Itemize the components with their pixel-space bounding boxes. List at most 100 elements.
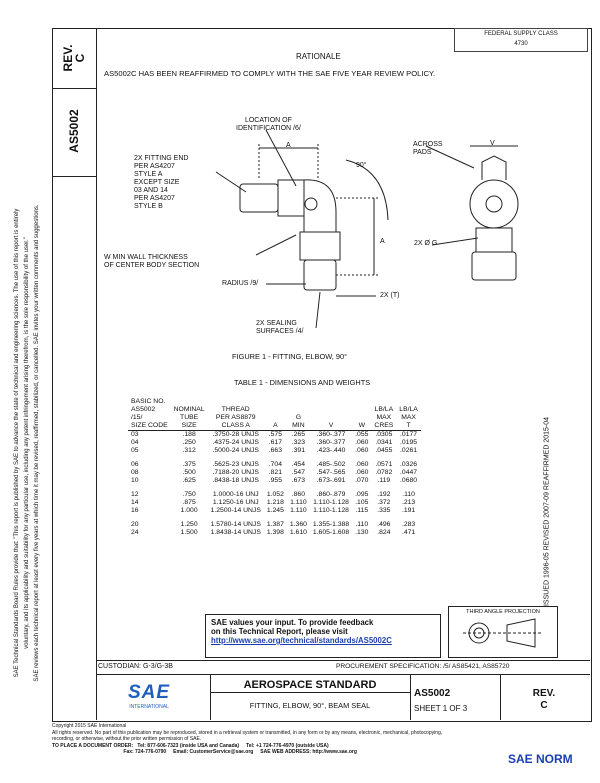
col-v: V bbox=[309, 398, 353, 431]
table-cell: .5000-24 UNJS bbox=[212, 447, 259, 454]
issue-dates: ISSUED 1996-05 REVISED 2007-09 REAFFIRME… bbox=[543, 416, 551, 607]
table-cell: .070 bbox=[355, 477, 369, 484]
table-cell: .821 bbox=[268, 469, 282, 476]
seal-line-2: SURFACES /4/ bbox=[256, 328, 304, 335]
table-row: 05.312.5000-24 UNJS.663.391.423-.440.060… bbox=[128, 447, 421, 455]
hdr-text: BASIC NO. bbox=[131, 398, 166, 405]
sae-logo-mark: SAE bbox=[128, 682, 171, 703]
table-cell: 20 bbox=[131, 521, 139, 528]
table-cell: 08 bbox=[131, 469, 139, 476]
table-cell: .4375-24 UNJS bbox=[212, 439, 259, 446]
table-row: 08.500.7188-20 UNJS.821.547.547-.565.060… bbox=[128, 469, 421, 477]
dim-v: V bbox=[490, 140, 495, 147]
table-cell: .095 bbox=[355, 491, 369, 498]
fitting-end-note: 2X FITTING END PER AS4207 STYLE A EXCEPT… bbox=[134, 155, 188, 211]
table-cell: 1.387 bbox=[266, 521, 284, 528]
divider-1 bbox=[210, 674, 211, 720]
sealing-surfaces-note: 2X SEALING SURFACES /4/ bbox=[256, 320, 303, 336]
across-line-1: ACROSS bbox=[413, 141, 443, 148]
col-tube-size: NOMINAL TUBE SIZE bbox=[170, 398, 208, 431]
table-cell: 1.052 bbox=[266, 491, 284, 498]
col-g: G MIN bbox=[286, 398, 310, 431]
table-cell: .617 bbox=[268, 439, 282, 446]
table-cell: .875 bbox=[182, 499, 196, 506]
table-row: 06.375.5625-23 UNJS.704.454.485-.502.060… bbox=[128, 461, 421, 469]
table-cell: .673-.691 bbox=[316, 477, 346, 484]
feedback-link[interactable]: http://www.sae.org/technical/standards/A… bbox=[211, 636, 392, 645]
footer-web: SAE WEB ADDRESS: http://www.sae.org bbox=[260, 749, 357, 755]
footer-fax: Fax: 724-776-0790 bbox=[123, 749, 167, 755]
table-cell: .188 bbox=[182, 431, 196, 438]
location-id-line-2: IDENTIFICATION /6/ bbox=[236, 125, 301, 132]
table-cell: .0782 bbox=[375, 469, 393, 476]
elbow-fitting-drawing bbox=[215, 129, 519, 329]
table-cell: .0680 bbox=[400, 477, 418, 484]
table-cell: .055 bbox=[355, 431, 369, 438]
left-sidebar bbox=[52, 28, 97, 720]
table-cell: .496 bbox=[377, 521, 391, 528]
table-cell: .115 bbox=[355, 507, 369, 514]
rule-674 bbox=[96, 674, 590, 675]
table-cell: .0455 bbox=[375, 447, 393, 454]
table-cell: .265 bbox=[291, 431, 305, 438]
table-cell: .663 bbox=[268, 447, 282, 454]
table-cell: .110 bbox=[355, 521, 369, 528]
margin-legal-2: voluntary, and its applicability and sui… bbox=[24, 237, 30, 649]
table-cell: .0195 bbox=[400, 439, 418, 446]
margin-legal-1: SAE Technical Standards Board Rules prov… bbox=[14, 208, 20, 678]
title-rev-label: REV. bbox=[532, 688, 556, 699]
standard-title: AEROSPACE STANDARD bbox=[210, 678, 410, 693]
table-cell: .575 bbox=[268, 431, 282, 438]
stamp-line-1: FEDERAL SUPPLY CLASS bbox=[484, 31, 558, 37]
table-cell: 24 bbox=[131, 529, 139, 536]
margin-legal-3: SAE reviews each technical report at lea… bbox=[34, 204, 40, 682]
col-thread: THREAD PER AS8879 CLASS A bbox=[207, 398, 264, 431]
table-cell: .955 bbox=[268, 477, 282, 484]
table-cell: .360-.377 bbox=[316, 431, 346, 438]
footer-email: Email: CustomerService@sae.org bbox=[173, 749, 254, 755]
procurement-text: PROCUREMENT SPECIFICATION: /5/ AS85421, … bbox=[336, 663, 510, 670]
id-mark bbox=[304, 197, 318, 211]
table-cell: 1.110-1.128 bbox=[313, 507, 349, 514]
dim-a-side: A bbox=[380, 238, 385, 245]
table-cell: .7188-20 UNJS bbox=[212, 469, 259, 476]
table-cell: .423-.440 bbox=[316, 447, 346, 454]
end-view-hex bbox=[471, 251, 517, 281]
rationale-text: AS5002C HAS BEEN REAFFIRMED TO COMPLY WI… bbox=[104, 69, 436, 78]
divider-2 bbox=[410, 674, 411, 720]
part-title: FITTING, ELBOW, 90°, BEAM SEAL bbox=[249, 701, 371, 710]
table-cell: .060 bbox=[355, 469, 369, 476]
table-cell: 1.218 bbox=[266, 499, 284, 506]
hdr-text: MAX bbox=[401, 414, 416, 421]
table-cell: 1.110-1.128 bbox=[313, 499, 349, 506]
sae-logo: SAE INTERNATIONAL bbox=[128, 682, 170, 710]
table-cell: .0305 bbox=[375, 431, 393, 438]
table-cell: .0571 bbox=[375, 461, 393, 468]
table-cell: 1.2500-14 UNJS bbox=[210, 507, 261, 514]
dim-t: 2X (T) bbox=[380, 292, 400, 299]
rationale-heading: RATIONALE bbox=[296, 52, 341, 61]
table-cell: .0326 bbox=[400, 461, 418, 468]
table-cell: .547 bbox=[291, 469, 305, 476]
hdr-text: CRES bbox=[374, 422, 394, 429]
table-cell: 1.110 bbox=[290, 499, 307, 506]
table-caption: TABLE 1 - DIMENSIONS AND WEIGHTS bbox=[234, 378, 371, 387]
footer-rights-2: recording, or otherwise, without the pri… bbox=[52, 736, 202, 742]
feedback-line-2: on this Technical Report, please visit bbox=[211, 627, 348, 636]
table-cell: 05 bbox=[131, 447, 139, 454]
table-cell: .0177 bbox=[400, 431, 418, 438]
hdr-text: G bbox=[295, 414, 302, 421]
hdr-text: V bbox=[328, 422, 334, 429]
table-cell: 1.360 bbox=[289, 521, 307, 528]
table-cell: .192 bbox=[377, 491, 391, 498]
hdr-text: W bbox=[358, 422, 365, 429]
wall-thickness-note: W MIN WALL THICKNESS OF CENTER BODY SECT… bbox=[104, 254, 199, 270]
wall-line-1: W MIN WALL THICKNESS bbox=[104, 254, 188, 261]
table-header-row: BASIC NO. AS5002 /15/ SIZE CODE NOMINAL … bbox=[128, 398, 421, 431]
table-cell: .0261 bbox=[400, 447, 418, 454]
hdr-text: AS5002 bbox=[131, 406, 156, 413]
